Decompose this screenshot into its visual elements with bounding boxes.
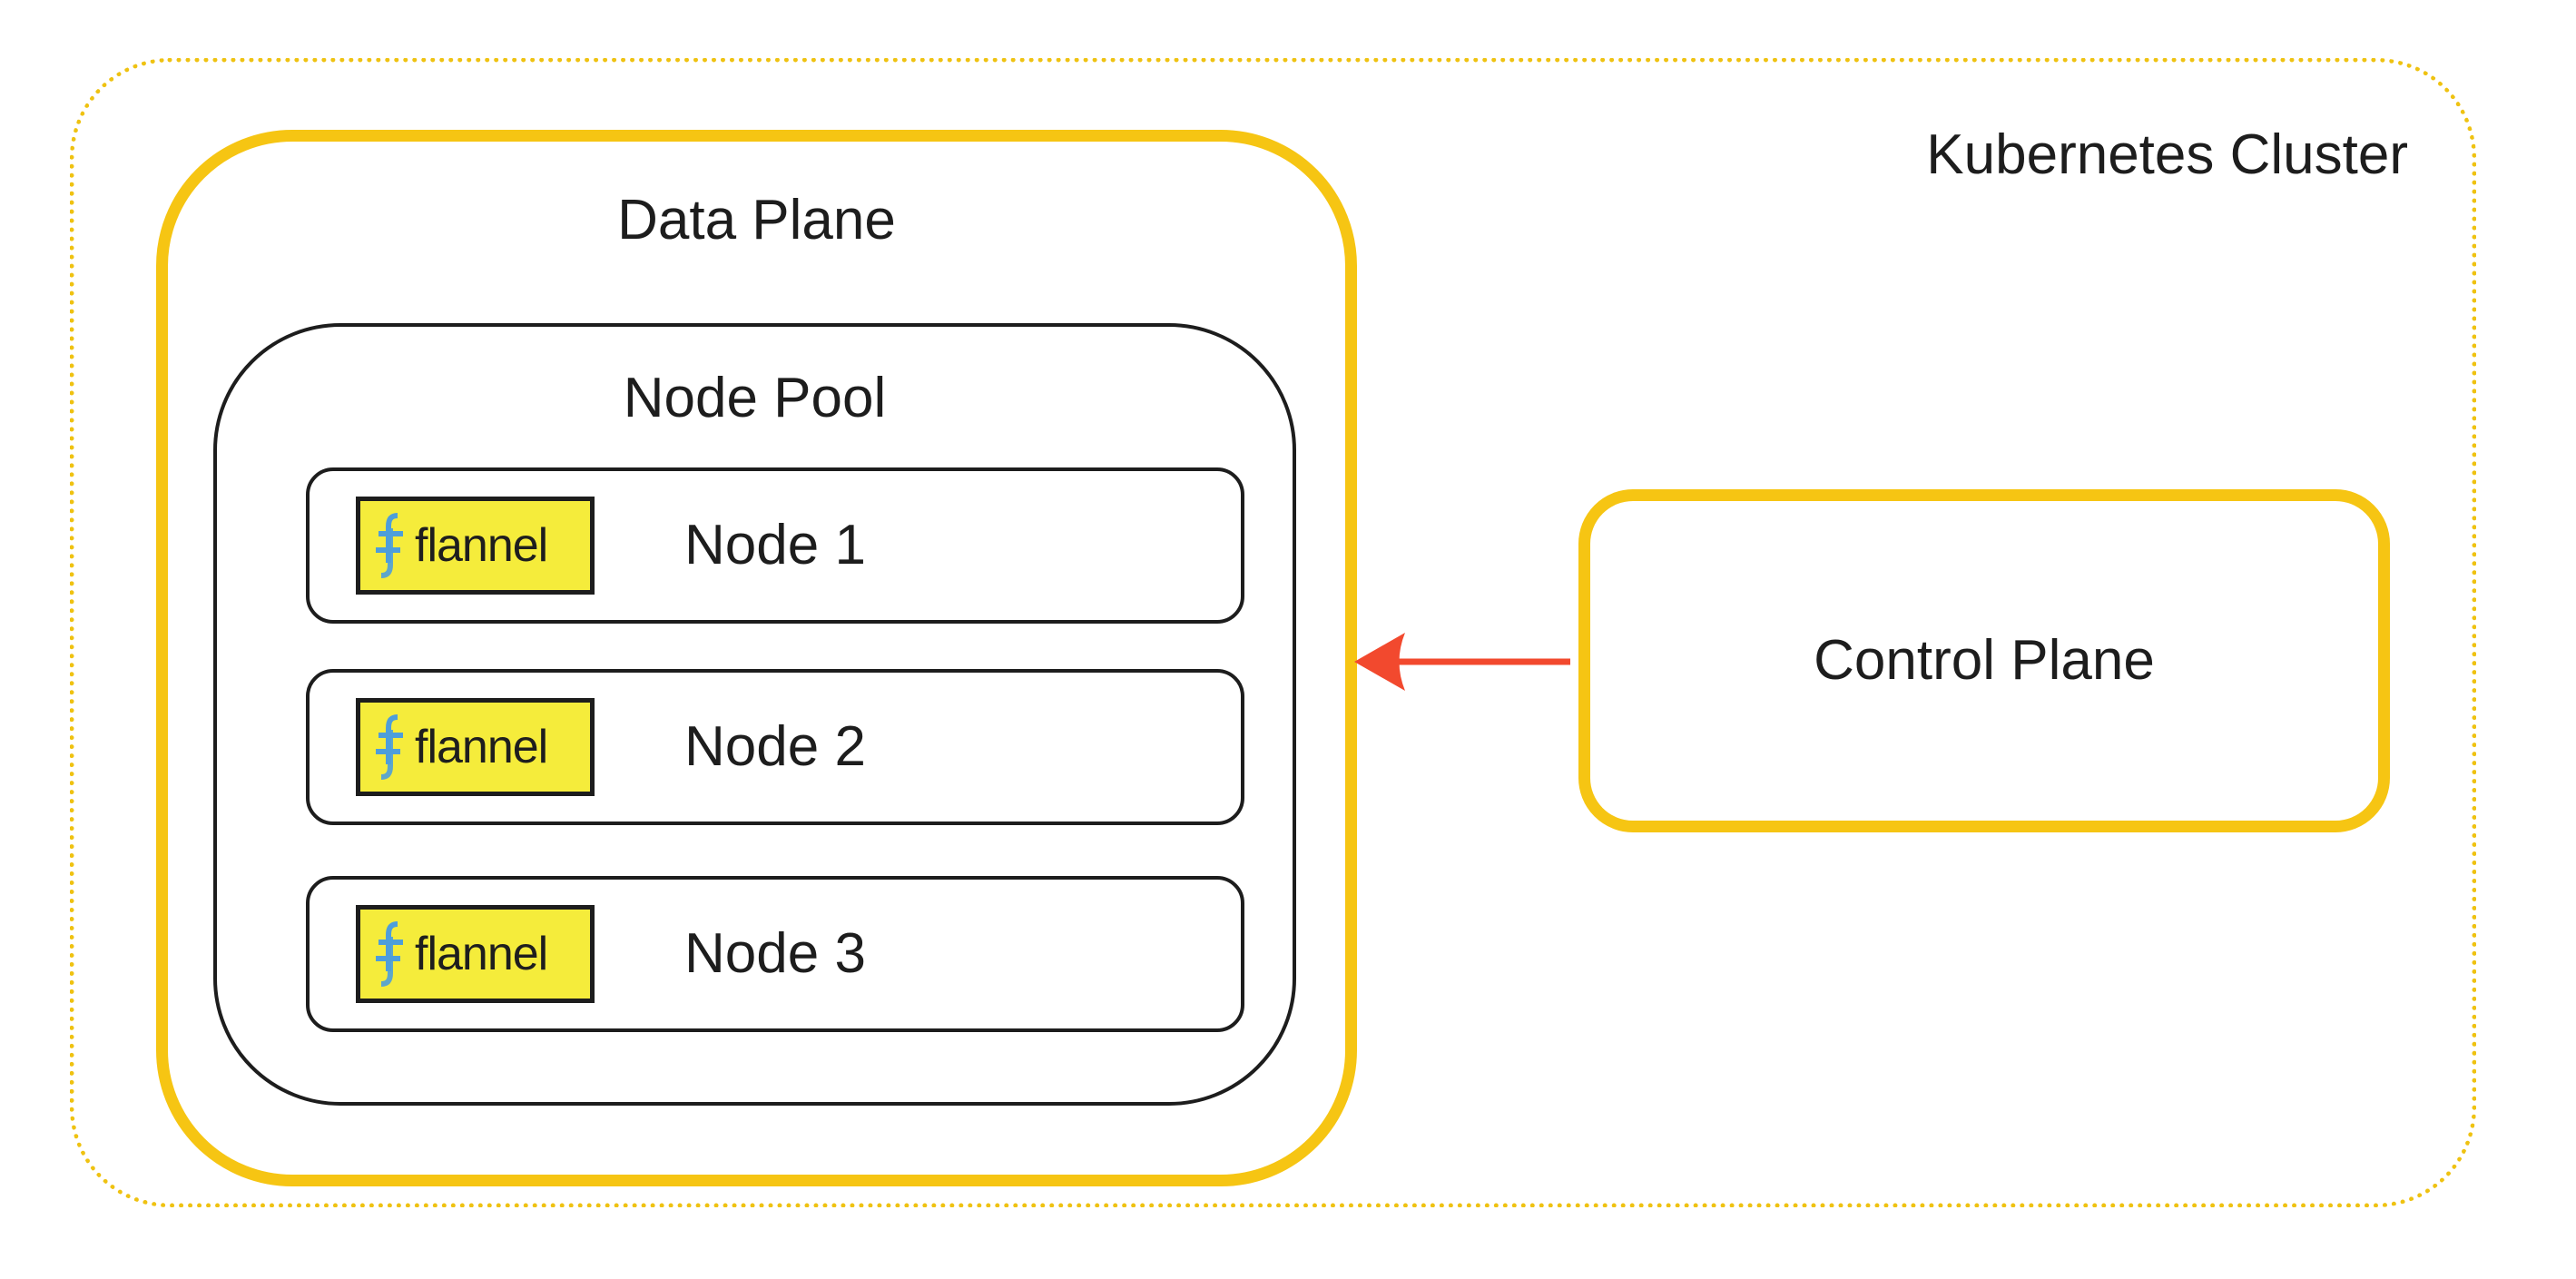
node-pool-box	[213, 323, 1296, 1106]
flannel-logo-icon	[376, 714, 403, 780]
node-label: Node 3	[684, 922, 866, 985]
control-plane-box: Control Plane	[1578, 489, 2390, 832]
node-pool-title: Node Pool	[623, 367, 887, 429]
flannel-badge-label: flannel	[415, 928, 548, 980]
kubernetes-cluster-boundary	[70, 58, 2476, 1207]
node-row: Node 2 flannel	[306, 669, 1244, 825]
flannel-logo-icon	[376, 513, 403, 578]
node-row: Node 3 flannel	[306, 876, 1244, 1032]
control-to-data-arrow-icon	[1354, 633, 1570, 691]
flannel-badge-label: flannel	[415, 519, 548, 572]
flannel-logo-icon	[376, 921, 403, 987]
flannel-badge: flannel	[356, 497, 595, 595]
data-plane-title: Data Plane	[617, 189, 896, 251]
flannel-badge-label: flannel	[415, 721, 548, 773]
flannel-badge: flannel	[356, 698, 595, 796]
node-label: Node 1	[684, 514, 866, 576]
flannel-badge: flannel	[356, 905, 595, 1003]
node-label: Node 2	[684, 715, 866, 778]
control-plane-title: Control Plane	[1814, 629, 2155, 692]
node-row: Node 1 flannel	[306, 467, 1244, 624]
kubernetes-cluster-label: Kubernetes Cluster	[1926, 123, 2408, 186]
data-plane-box	[156, 130, 1357, 1186]
